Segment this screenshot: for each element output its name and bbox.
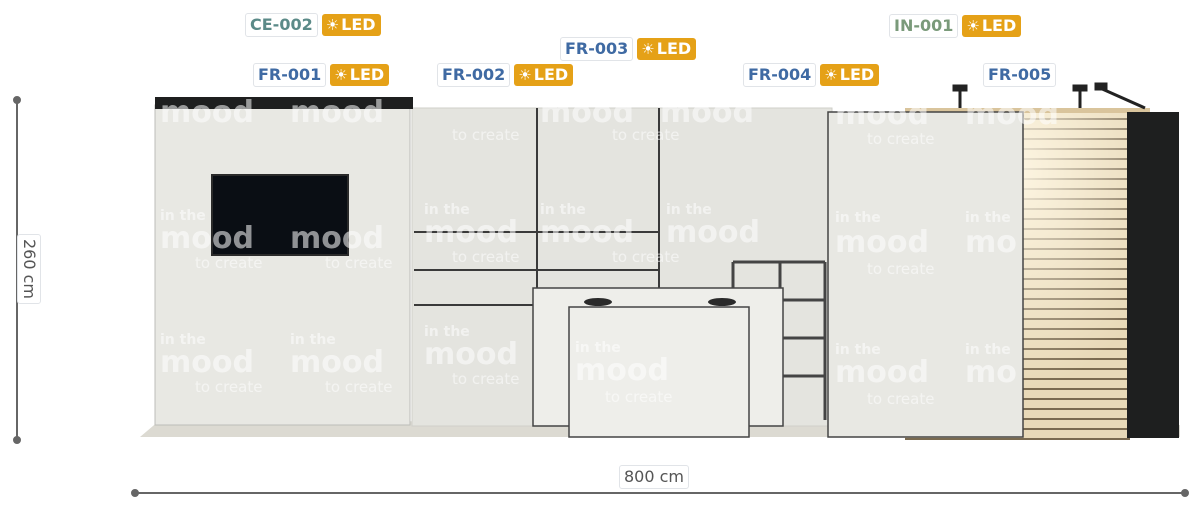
sun-icon: ☀ bbox=[325, 16, 340, 34]
svg-text:to create: to create bbox=[612, 126, 679, 144]
sun-icon: ☀ bbox=[334, 66, 348, 84]
svg-text:to create: to create bbox=[325, 378, 392, 396]
svg-text:mood: mood bbox=[290, 221, 384, 256]
svg-text:in the: in the bbox=[160, 332, 206, 348]
svg-text:mood: mood bbox=[160, 95, 254, 130]
led-badge: ☀LED bbox=[330, 64, 390, 86]
led-badge: ☀LED bbox=[637, 38, 697, 60]
svg-text:mood: mood bbox=[835, 355, 929, 390]
height-dimension-line bbox=[13, 96, 21, 444]
tag-code: FR-003 bbox=[560, 37, 634, 61]
tag-fr-002[interactable]: FR-002 ☀LED bbox=[437, 63, 574, 87]
width-dimension-label: 800 cm bbox=[619, 465, 690, 489]
sun-icon: ☀ bbox=[824, 66, 838, 84]
svg-text:in the: in the bbox=[575, 340, 621, 356]
tag-in-001[interactable]: IN-001 ☀LED bbox=[889, 14, 1022, 38]
svg-text:mood: mood bbox=[965, 97, 1059, 132]
svg-text:mood: mood bbox=[835, 97, 929, 132]
led-label: LED bbox=[341, 15, 376, 34]
spotlights bbox=[952, 82, 1146, 110]
led-label: LED bbox=[981, 16, 1017, 35]
svg-text:to create: to create bbox=[867, 390, 934, 408]
sun-icon: ☀ bbox=[966, 17, 980, 35]
dark-column bbox=[1127, 112, 1179, 438]
led-label: LED bbox=[533, 65, 569, 84]
led-badge: ☀LED bbox=[514, 64, 574, 86]
svg-text:mood: mood bbox=[160, 345, 254, 380]
svg-text:mood: mood bbox=[290, 345, 384, 380]
tag-code: FR-001 bbox=[253, 63, 327, 87]
svg-text:mood: mood bbox=[424, 215, 518, 250]
svg-text:to create: to create bbox=[452, 248, 519, 266]
svg-text:mood: mood bbox=[660, 95, 754, 130]
width-dimension-line bbox=[131, 489, 1189, 497]
tag-fr-001[interactable]: FR-001 ☀LED bbox=[253, 63, 390, 87]
svg-text:to create: to create bbox=[325, 254, 392, 272]
svg-text:to create: to create bbox=[612, 248, 679, 266]
svg-text:to create: to create bbox=[867, 130, 934, 148]
svg-text:mood: mood bbox=[666, 215, 760, 250]
svg-text:to create: to create bbox=[452, 370, 519, 388]
svg-text:in the: in the bbox=[424, 202, 470, 218]
counter-front bbox=[568, 306, 750, 438]
tag-code: FR-004 bbox=[743, 63, 817, 87]
led-badge: ☀LED bbox=[962, 15, 1022, 37]
svg-text:in the: in the bbox=[835, 210, 881, 226]
svg-text:in the: in the bbox=[835, 342, 881, 358]
led-label: LED bbox=[839, 65, 875, 84]
svg-text:mood: mood bbox=[290, 95, 384, 130]
svg-text:to create: to create bbox=[195, 378, 262, 396]
svg-text:mood: mood bbox=[835, 225, 929, 260]
led-label: LED bbox=[656, 39, 692, 58]
tv-screen bbox=[211, 174, 349, 256]
svg-text:in the: in the bbox=[160, 208, 206, 224]
svg-text:in the: in the bbox=[540, 202, 586, 218]
tag-fr-005[interactable]: FR-005 bbox=[983, 63, 1057, 87]
svg-text:mo: mo bbox=[965, 355, 1017, 390]
svg-text:in the: in the bbox=[666, 202, 712, 218]
sun-icon: ☀ bbox=[518, 66, 532, 84]
svg-text:mood: mood bbox=[540, 215, 634, 250]
led-badge: ☀LED bbox=[820, 64, 880, 86]
led-label: LED bbox=[349, 65, 385, 84]
svg-text:in the: in the bbox=[965, 210, 1011, 226]
tag-code: FR-005 bbox=[983, 63, 1057, 87]
left-wall-header bbox=[155, 97, 413, 109]
sun-icon: ☀ bbox=[641, 40, 655, 58]
left-wall bbox=[154, 104, 411, 426]
watermarks: mood mood in the mood to create mood to … bbox=[160, 95, 1059, 408]
svg-text:to create: to create bbox=[605, 388, 672, 406]
svg-text:mood: mood bbox=[160, 221, 254, 256]
svg-text:to create: to create bbox=[867, 260, 934, 278]
svg-text:in the: in the bbox=[424, 324, 470, 340]
height-dimension-label: 260 cm bbox=[17, 233, 42, 305]
tag-code: FR-002 bbox=[437, 63, 511, 87]
svg-text:mood: mood bbox=[575, 353, 669, 388]
svg-text:to create: to create bbox=[452, 126, 519, 144]
right-panel bbox=[827, 111, 1024, 438]
svg-text:in the: in the bbox=[965, 342, 1011, 358]
tag-code: CE-002 bbox=[245, 13, 318, 37]
tag-fr-003[interactable]: FR-003 ☀LED bbox=[560, 37, 697, 61]
tag-fr-004[interactable]: FR-004 ☀LED bbox=[743, 63, 880, 87]
svg-text:mo: mo bbox=[965, 225, 1017, 260]
svg-text:mood: mood bbox=[424, 337, 518, 372]
led-badge: ☀LED bbox=[321, 14, 381, 36]
svg-text:mood: mood bbox=[540, 95, 634, 130]
svg-text:in the: in the bbox=[290, 332, 336, 348]
svg-text:to create: to create bbox=[195, 254, 262, 272]
tag-ce-002[interactable]: CE-002 ☀LED bbox=[245, 13, 381, 37]
tag-code: IN-001 bbox=[889, 14, 959, 38]
